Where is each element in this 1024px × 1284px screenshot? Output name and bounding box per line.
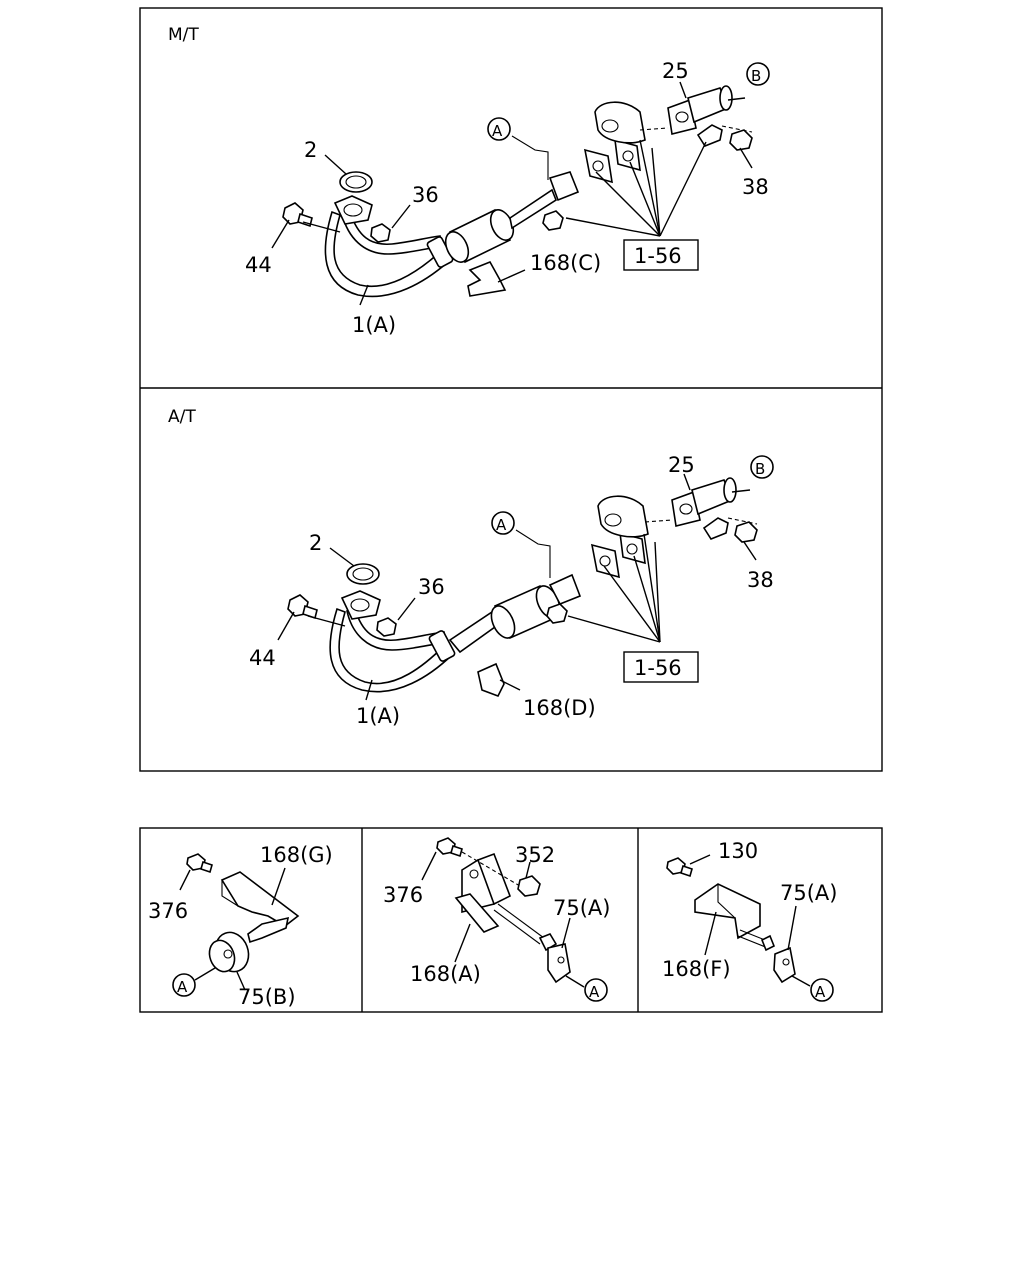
detail3-label-75a: 75(A) bbox=[780, 881, 837, 905]
mt-label-38: 38 bbox=[742, 175, 769, 199]
at-label-2: 2 bbox=[309, 531, 322, 555]
at-bracket-168d bbox=[477, 662, 505, 698]
detail2-label-75a: 75(A) bbox=[553, 896, 610, 920]
detail3-callout-a: A bbox=[815, 983, 826, 1001]
at-rear-pipe bbox=[671, 477, 737, 527]
at-label-1a: 1(A) bbox=[356, 704, 400, 728]
mt-callout-a: A bbox=[492, 122, 503, 140]
detail1-label-75b: 75(B) bbox=[238, 985, 296, 1009]
detail2-callout-a-circle bbox=[584, 978, 608, 1002]
mt-label-44: 44 bbox=[245, 253, 272, 277]
detail1-callout-a: A bbox=[177, 978, 188, 996]
nut-352 bbox=[517, 875, 541, 897]
mt-panel: M/T A bbox=[168, 25, 770, 337]
mt-label-36: 36 bbox=[412, 183, 439, 207]
detail2-callout-a: A bbox=[589, 983, 600, 1001]
mt-callout-b: B bbox=[751, 67, 761, 85]
at-front-pipe bbox=[329, 563, 456, 693]
at-label-25: 25 bbox=[668, 453, 695, 477]
detail3-label-130: 130 bbox=[718, 839, 758, 863]
at-nut-38 bbox=[734, 521, 758, 543]
detail2-label-168a: 168(A) bbox=[410, 962, 481, 986]
at-ref-label[interactable]: 1-56 bbox=[634, 656, 682, 680]
detail2-label-376: 376 bbox=[383, 883, 423, 907]
main-frame bbox=[139, 7, 883, 772]
at-bolt-44 bbox=[287, 594, 318, 620]
at-label-38: 38 bbox=[747, 568, 774, 592]
mt-label-168c: 168(C) bbox=[530, 251, 601, 275]
at-ref-box bbox=[623, 651, 699, 683]
mt-panel-title: M/T bbox=[168, 25, 199, 45]
at-label-44: 44 bbox=[249, 646, 276, 670]
detail1-label-376: 376 bbox=[148, 899, 188, 923]
at-label-168d: 168(D) bbox=[523, 696, 596, 720]
mt-rear-pipe bbox=[667, 85, 733, 135]
detail1-callout-a-circle bbox=[172, 973, 196, 997]
detail3-callout-a-circle bbox=[810, 978, 834, 1002]
mt-front-pipe bbox=[324, 171, 454, 298]
mt-bracket-168c bbox=[467, 260, 507, 297]
at-callout-b-circle bbox=[750, 455, 774, 479]
mt-gaskets bbox=[583, 101, 669, 184]
at-callout-a: A bbox=[496, 516, 507, 534]
detail2-label-352: 352 bbox=[515, 843, 555, 867]
at-label-36: 36 bbox=[418, 575, 445, 599]
at-gaskets bbox=[590, 495, 673, 579]
rubber-mount-75b bbox=[208, 931, 250, 973]
mt-ref-box bbox=[623, 239, 699, 271]
detail3-label-168f: 168(F) bbox=[662, 957, 731, 981]
at-panel-title: A/T bbox=[168, 407, 196, 427]
mt-label-25: 25 bbox=[662, 59, 689, 83]
detail-3: A 130 75(A) 168(F) bbox=[662, 839, 837, 1002]
at-callout-a-circle bbox=[491, 511, 515, 535]
mt-label-1a: 1(A) bbox=[352, 313, 396, 337]
mt-callout-a-circle bbox=[487, 117, 511, 141]
detail-1: A 168(G) 376 75(B) bbox=[148, 843, 333, 1009]
mt-nut-38 bbox=[729, 129, 753, 151]
at-nut-36 bbox=[376, 617, 397, 637]
detail1-label-168g: 168(G) bbox=[260, 843, 333, 867]
at-callout-b: B bbox=[755, 460, 765, 478]
mt-nut-36 bbox=[370, 223, 391, 243]
detail-2: A 352 376 75(A) 168(A) bbox=[383, 837, 610, 1002]
detail-frame bbox=[139, 827, 883, 1013]
mt-ref-label[interactable]: 1-56 bbox=[634, 244, 682, 268]
mt-catalytic-converter bbox=[444, 171, 580, 264]
mt-callout-b-circle bbox=[746, 62, 770, 86]
mt-label-2: 2 bbox=[304, 138, 317, 162]
at-panel: A/T A bbox=[168, 407, 774, 728]
